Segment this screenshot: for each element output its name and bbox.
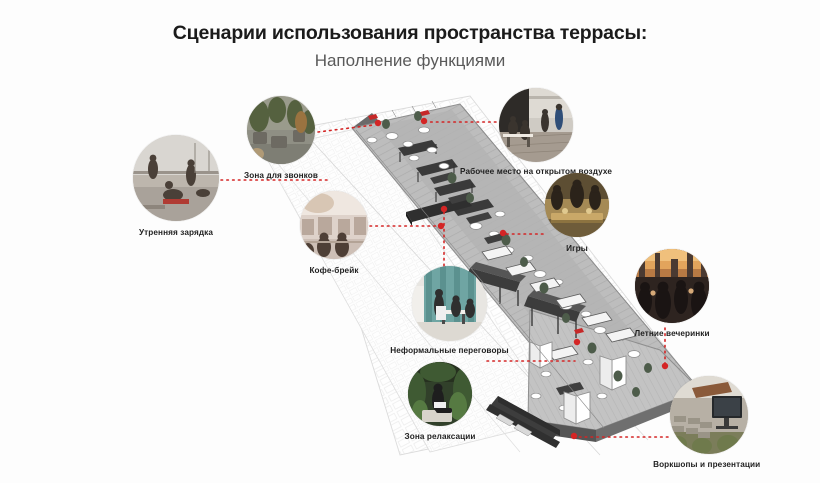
photo-summer-parties: [635, 249, 709, 323]
photo-workshops: [670, 376, 748, 454]
callout-games[interactable]: Игры: [545, 173, 609, 253]
header: Сценарии использования пространства терр…: [0, 20, 820, 74]
photo-games: [545, 173, 609, 237]
callout-relaxation-zone[interactable]: Зона релаксации: [404, 362, 475, 441]
page-subtitle: Наполнение функциями: [314, 51, 506, 70]
plan-markers: [374, 117, 669, 440]
caption-relaxation-zone: Зона релаксации: [404, 432, 476, 441]
connector-call-zone: [317, 124, 375, 133]
caption-summer-parties: Летние вечеринки: [634, 329, 710, 338]
photo-informal-talks: [412, 266, 487, 341]
photo-morning-exercise: [133, 135, 219, 221]
callout-outdoor-workspace[interactable]: Рабочее место на открытом воздухе: [460, 88, 612, 176]
photo-call-zone: [247, 96, 315, 164]
caption-workshops: Воркшопы и презентации: [653, 460, 761, 469]
caption-informal-talks: Неформальные переговоры: [390, 346, 509, 355]
caption-morning-exercise: Утренняя зарядка: [138, 228, 214, 237]
callout-summer-parties[interactable]: Летние вечеринки: [634, 249, 710, 338]
photo-relaxation-zone: [408, 362, 472, 426]
callout-call-zone[interactable]: Зона для звонков: [244, 96, 318, 180]
callout-workshops[interactable]: Воркшопы и презентации: [653, 376, 760, 469]
callout-coffee-break[interactable]: Кофе-брейк: [300, 191, 368, 275]
photo-coffee-break: [300, 191, 368, 259]
caption-games: Игры: [566, 244, 588, 253]
caption-call-zone: Зона для звонков: [244, 171, 318, 180]
page-title: Сценарии использования пространства терр…: [172, 22, 648, 44]
photo-outdoor-workspace: [499, 88, 573, 162]
caption-outdoor-workspace: Рабочее место на открытом воздухе: [460, 167, 612, 176]
callout-morning-exercise[interactable]: Утренняя зарядка: [133, 135, 219, 237]
callout-informal-talks[interactable]: Неформальные переговоры: [390, 266, 509, 355]
caption-coffee-break: Кофе-брейк: [309, 266, 359, 275]
